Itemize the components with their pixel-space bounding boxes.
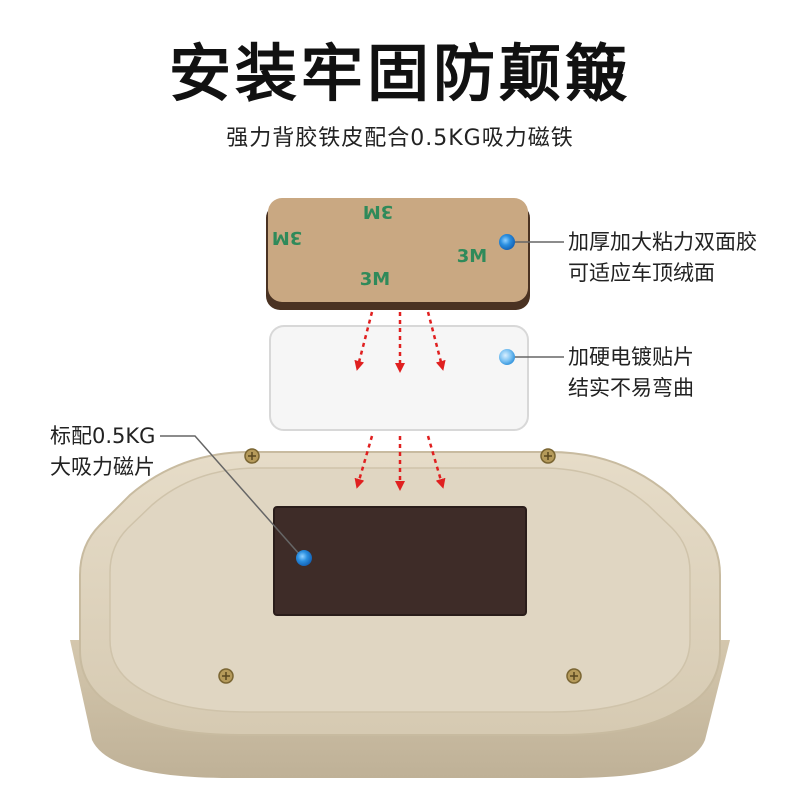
callout-magnet: 标配0.5KG 大吸力磁片 <box>50 421 155 483</box>
magnet-sheet <box>273 506 527 616</box>
adhesive-pad: 3M 3M 3M 3M <box>266 198 530 310</box>
arrows-upper <box>354 311 446 373</box>
marker-dot-adhesive <box>499 234 515 250</box>
leader-line-magnet <box>160 435 301 556</box>
screw-bottom-right <box>566 668 582 684</box>
screw-bottom-left <box>218 668 234 684</box>
marker-dot-plate <box>499 349 515 365</box>
arrow-upper-right <box>426 311 446 371</box>
arrow-lower-left <box>354 435 374 489</box>
arrows-lower <box>354 435 446 491</box>
adhesive-pad-face <box>268 198 528 302</box>
callout-plate-line-2: 结实不易弯曲 <box>568 376 694 400</box>
callout-magnet-line-2: 大吸力磁片 <box>50 455 155 479</box>
tape-logo-mark: 3M <box>363 201 393 222</box>
tape-logo-mark: 3M <box>457 246 487 267</box>
callout-adhesive-line-2: 可适应车顶绒面 <box>568 261 715 285</box>
marker-dot-magnet <box>296 550 312 566</box>
callout-adhesive: 加厚加大粘力双面胶 可适应车顶绒面 <box>568 227 757 289</box>
callout-plate-line-1: 加硬电镀贴片 <box>568 345 694 369</box>
plated-sheet <box>269 325 529 431</box>
screw-top-right <box>540 448 556 464</box>
headline-subtitle: 强力背胶铁皮配合0.5KG吸力磁铁 <box>226 126 574 151</box>
callout-plate: 加硬电镀贴片 结实不易弯曲 <box>568 342 694 404</box>
tape-logo-mark: 3M <box>360 269 390 290</box>
callout-adhesive-line-1: 加厚加大粘力双面胶 <box>568 230 757 254</box>
arrow-upper-left <box>354 311 374 371</box>
screw-top-left <box>244 448 260 464</box>
headline-title: 安装牢固防颠簸 <box>168 37 631 110</box>
tape-logo-mark: 3M <box>272 227 302 248</box>
magnet-base <box>70 448 730 778</box>
arrow-lower-right <box>426 435 446 489</box>
callout-magnet-line-1: 标配0.5KG <box>50 424 156 448</box>
